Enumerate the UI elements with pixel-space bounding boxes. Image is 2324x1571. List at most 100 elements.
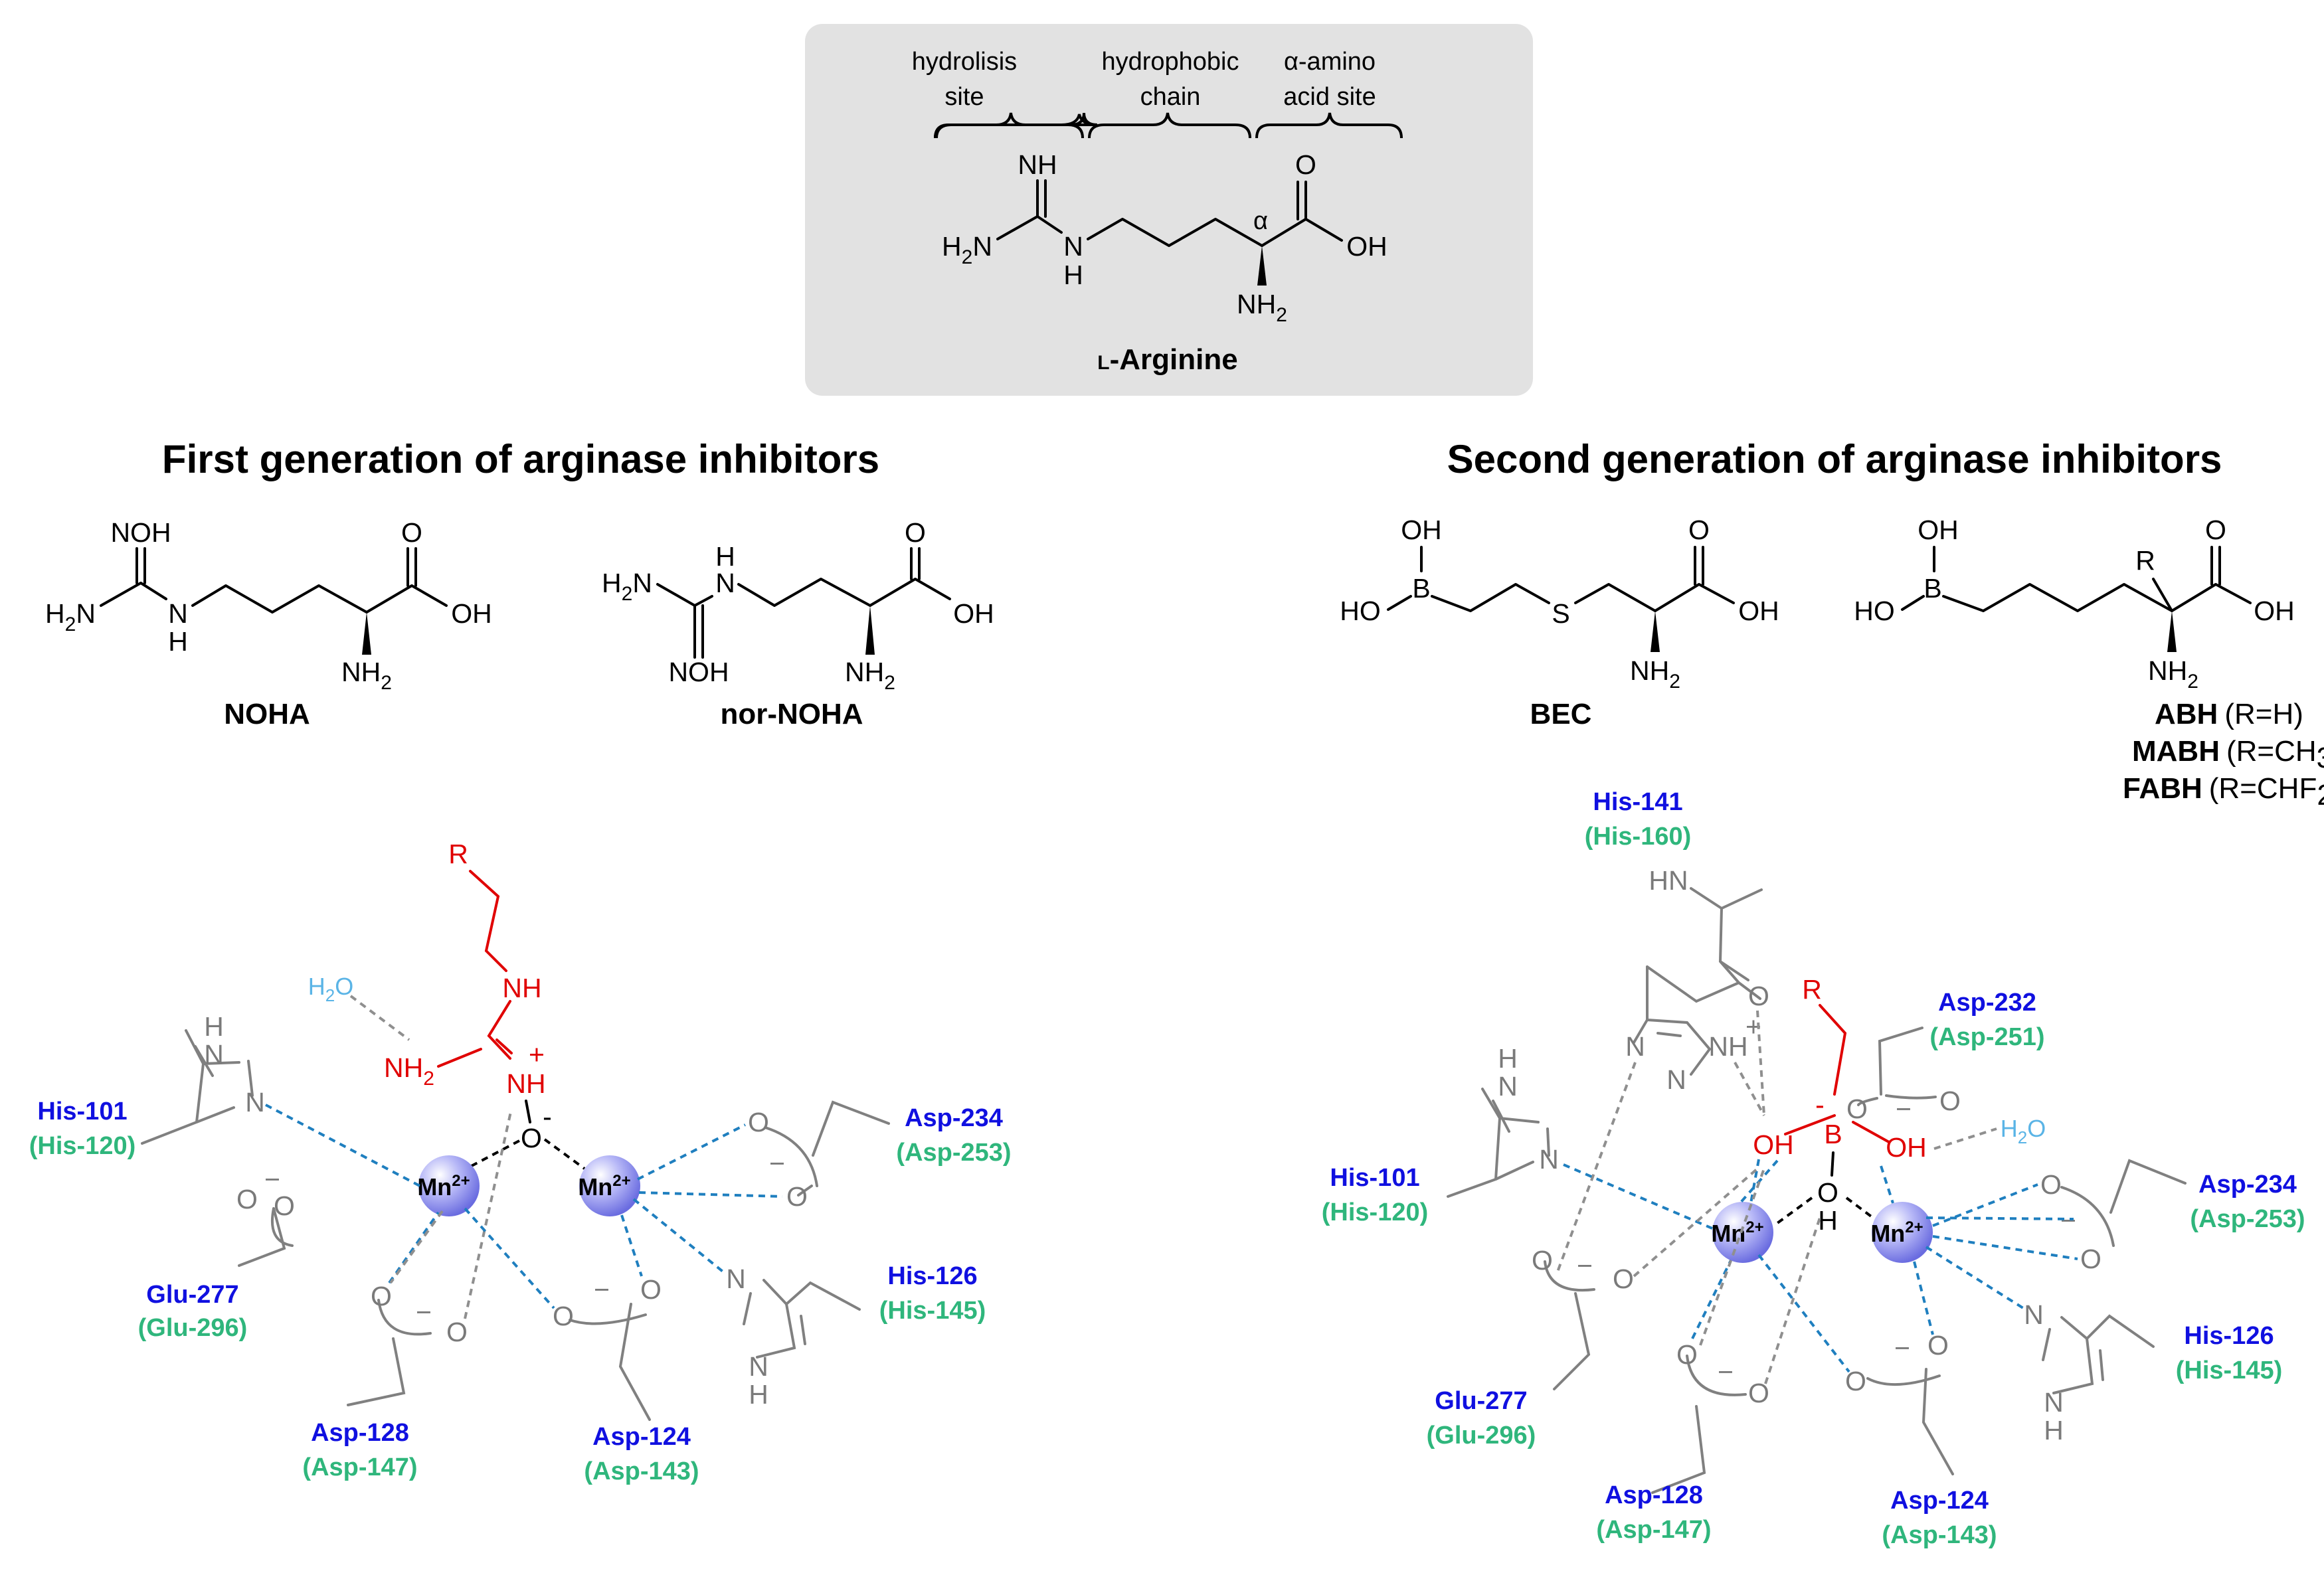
atom-label: O xyxy=(1688,515,1710,545)
atom-label: NOH xyxy=(668,657,729,687)
atom-label: OH xyxy=(1753,1129,1794,1160)
atom-label: OH xyxy=(2254,596,2295,626)
atom-label: O xyxy=(236,1184,258,1214)
atom-label: R xyxy=(1802,974,1822,1005)
bond xyxy=(238,1207,294,1267)
atom-label: O xyxy=(2080,1244,2101,1274)
residue-alt-label: (His-120) xyxy=(29,1132,136,1160)
site-label: α-amino xyxy=(1284,48,1376,76)
atom-label: O xyxy=(521,1123,542,1153)
compound-name: ABH(R=H) xyxy=(2155,698,2303,730)
bond xyxy=(569,1303,651,1421)
atom-label: N xyxy=(2044,1387,2064,1418)
h-bond xyxy=(389,1108,513,1319)
atom-label: N xyxy=(749,1351,768,1382)
atom-label: O xyxy=(1748,981,1769,1011)
atom-label: HO xyxy=(1854,596,1895,626)
atom-label: NH xyxy=(502,973,541,1003)
atom-label: O xyxy=(2040,1169,2062,1200)
atom-label: B xyxy=(1412,573,1430,604)
atom-label: O xyxy=(1613,1264,1634,1294)
bond xyxy=(1857,1027,1937,1106)
residue-label: His-126 xyxy=(2184,1322,2274,1350)
mn-label: Mn2+ xyxy=(1711,1218,1763,1247)
mn-ion xyxy=(1872,1202,1933,1263)
atom-label: R xyxy=(448,839,468,869)
site-label: hydrolisis xyxy=(912,48,1017,76)
coordination-bond xyxy=(637,1123,783,1198)
atom-label: NH2 xyxy=(2148,655,2198,693)
h-bond xyxy=(1933,1127,1997,1150)
atom-label: O xyxy=(1927,1330,1949,1361)
bond xyxy=(1831,1151,1834,1177)
atom-label: H2N xyxy=(602,568,652,605)
atom-label: HO xyxy=(1340,596,1381,626)
residue-alt-label: (Asp-143) xyxy=(1882,1521,1997,1549)
residue-alt-label: (His-160) xyxy=(1585,823,1692,851)
charge-label: − xyxy=(416,1297,432,1327)
residue-label: His-101 xyxy=(1330,1164,1419,1192)
charge-label: + xyxy=(1745,1011,1761,1042)
bond xyxy=(1646,887,1763,1003)
residue-alt-label: (Glu-296) xyxy=(138,1314,248,1342)
coordination-bond xyxy=(1563,1163,1713,1230)
atom-label: N xyxy=(168,598,188,629)
atom-label: NH2 xyxy=(1237,289,1287,326)
site-label: hydrophobic xyxy=(1101,48,1239,76)
water-label: H2O xyxy=(308,973,353,1005)
atom-label: N xyxy=(2024,1299,2044,1330)
brace-alpha xyxy=(1255,112,1403,139)
atom-label: B xyxy=(1923,573,1941,604)
atom-label: OH xyxy=(1886,1132,1927,1163)
atom-label: N xyxy=(715,568,735,598)
residue-alt-label: (Glu-296) xyxy=(1427,1422,1536,1449)
water-label: H2O xyxy=(2001,1115,2046,1147)
residue-alt-label: (His-145) xyxy=(2176,1357,2283,1384)
charge-label: − xyxy=(769,1148,785,1179)
atom-label: NH xyxy=(1018,149,1057,180)
bond xyxy=(1447,1088,1550,1198)
bond xyxy=(347,1299,432,1406)
right-active-site: HN N N NH + O R B - OH OH O H H2O Mn2+ M… xyxy=(1322,788,2305,1549)
bond xyxy=(100,547,448,614)
compound-name: FABH(R=CHF2) xyxy=(2123,772,2324,811)
residue-label: Asp-232 xyxy=(1938,989,2036,1017)
residue-alt-label: (Asp-253) xyxy=(896,1139,1011,1167)
atom-label: O xyxy=(748,1107,769,1137)
wedge-bond xyxy=(1651,611,1660,652)
charge-label: − xyxy=(1577,1250,1593,1281)
residue-alt-label: (Asp-143) xyxy=(584,1457,699,1485)
site-label: site xyxy=(944,83,984,111)
residue-label: Glu-277 xyxy=(1435,1387,1527,1415)
atom-label: NH2 xyxy=(384,1052,434,1090)
atom-label: OH xyxy=(953,598,994,629)
h-bond xyxy=(349,995,410,1041)
atom-label: NH xyxy=(506,1068,545,1099)
atom-label: H xyxy=(1063,260,1083,290)
brace-hydrophobic xyxy=(1088,112,1251,139)
coordination-bond xyxy=(1757,1254,1934,1373)
atom-label: S xyxy=(1552,598,1569,629)
charge-label: − xyxy=(1894,1333,1910,1363)
atom-label: O xyxy=(640,1274,662,1305)
h-bond xyxy=(1699,1168,1821,1384)
charge-label: − xyxy=(2060,1205,2076,1236)
residue-alt-label: (Asp-147) xyxy=(1596,1516,1711,1544)
mn-label: Mn2+ xyxy=(1870,1218,1923,1247)
bond xyxy=(1544,1260,1595,1390)
atom-label: H xyxy=(1498,1043,1518,1074)
atom-label: H xyxy=(168,626,188,657)
atom-label: O xyxy=(274,1191,295,1221)
atom-label: H xyxy=(204,1011,224,1042)
atom-label: O xyxy=(2205,515,2226,545)
mn-label: Mn2+ xyxy=(417,1172,470,1200)
site-label: acid site xyxy=(1283,83,1376,111)
atom-label: NH2 xyxy=(1630,655,1680,693)
compound-name: nor-NOHA xyxy=(720,698,863,730)
residue-label: His-101 xyxy=(37,1098,127,1125)
coordination-bond xyxy=(632,1198,727,1275)
wedge-bond xyxy=(865,606,875,655)
noha-structure: NOH H2N N H O OH NH2 NOHA xyxy=(45,517,492,730)
residue-label: His-141 xyxy=(1593,788,1682,816)
